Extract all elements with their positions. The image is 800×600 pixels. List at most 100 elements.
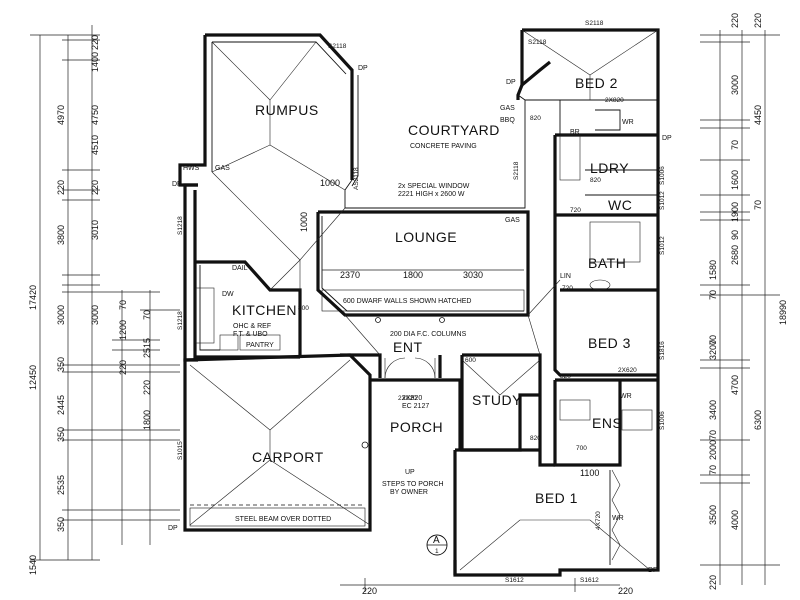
dim-c1-3000: 3000 — [56, 305, 66, 325]
room-study: STUDY — [472, 392, 522, 408]
dim-c1-2445: 2445 — [56, 395, 66, 415]
window-s1006: S1006 — [659, 411, 666, 430]
note-bbq: BBQ — [500, 117, 515, 124]
door-600: 600 — [465, 357, 476, 364]
door-2x620: 2X620 — [618, 367, 637, 374]
note-ohc: OHC & REF — [233, 323, 271, 330]
dim-c1-4970: 4970 — [56, 105, 66, 125]
roof-lines — [189, 29, 659, 571]
note-pantry: PANTRY — [246, 342, 274, 349]
room-ent: ENT — [393, 339, 423, 355]
note-dail: DAIL — [232, 265, 248, 272]
room-courtyard: COURTYARD — [408, 122, 500, 138]
door-820-1: 820 — [530, 115, 541, 122]
dim-outer-12450: 12450 — [28, 365, 38, 390]
window-marks: S2118 S2118 S2118 S2118 AS2118 S1218 S12… — [177, 20, 666, 584]
dim-outer-17420: 17420 — [28, 285, 38, 310]
door-820-2: 820 — [560, 373, 571, 380]
section-number: 1 — [435, 548, 439, 555]
dim-bottom-220b: 220 — [618, 586, 633, 596]
dim-c2-70b: 70 — [142, 310, 152, 320]
dim-c2-4510: 4510 — [90, 135, 100, 155]
window-s1612-b: S1612 — [580, 577, 599, 584]
door-820-4: 820 — [590, 177, 601, 184]
note-wr-3: WR — [612, 515, 624, 522]
door-700: 700 — [576, 445, 587, 452]
carport-beam-band — [189, 507, 366, 527]
dim-c2-220: 220 — [90, 35, 100, 50]
door-2x820-1: 2X820 — [605, 97, 624, 104]
window-s1218-a: S1218 — [177, 216, 184, 235]
door-720-1: 720 — [570, 207, 581, 214]
dim-1000-b: 1000 — [299, 212, 309, 232]
dim-r-3400: 3400 — [708, 400, 718, 420]
note-gas-3: GAS — [505, 217, 520, 224]
note-by-owner: BY OWNER — [390, 489, 428, 496]
note-dp-3: DP — [506, 79, 516, 86]
window-s1816: S1816 — [659, 341, 666, 360]
dim-r2-70: 70 — [753, 200, 763, 210]
dim-r-3200: 3200 — [708, 340, 718, 360]
window-s1012-a: S1012 — [659, 191, 666, 210]
dim-1100: 1100 — [580, 468, 599, 478]
dim-r2-4450: 4450 — [753, 105, 763, 125]
dim-r-220a: 220 — [730, 13, 740, 28]
dim-r-3000: 3000 — [730, 75, 740, 95]
room-rumpus: RUMPUS — [255, 102, 319, 118]
note-br: BR — [570, 129, 580, 136]
note-dp-2: DP — [358, 65, 368, 72]
dim-r-220b: 220 — [708, 575, 718, 590]
window-s2118-a: S2118 — [328, 43, 347, 50]
dim-c2-1200: 1200 — [118, 320, 128, 340]
dim-c1-350b: 350 — [56, 357, 66, 372]
dim-1000-a: 1000 — [320, 178, 340, 188]
courtyard-note: CONCRETE PAVING — [410, 143, 477, 150]
dim-c2-2515: 2515 — [142, 338, 152, 358]
note-up: UP — [405, 469, 415, 476]
room-porch: PORCH — [390, 419, 443, 435]
room-labels: RUMPUS COURTYARD CONCRETE PAVING BED 2 L… — [232, 75, 632, 506]
door-820-3: 820 — [530, 435, 541, 442]
dim-r2-220: 220 — [753, 13, 763, 28]
note-gas-1: GAS — [215, 165, 230, 172]
door-720-2: 720 — [562, 285, 573, 292]
dim-r2-6300: 6300 — [753, 410, 763, 430]
window-s1612-a: S1612 — [505, 577, 524, 584]
window-s1218-b: S1218 — [177, 311, 184, 330]
dim-r-70d: 70 — [708, 430, 718, 440]
right-dimension-lines: 220 3000 1600 1900 2680 1580 3200 3400 2… — [700, 13, 788, 590]
dim-c1-3800: 3800 — [56, 225, 66, 245]
dwarf-wall-band — [321, 289, 525, 312]
note-dw: DW — [222, 291, 234, 298]
room-bed1: BED 1 — [535, 490, 578, 506]
dim-r2-4700: 4700 — [730, 375, 740, 395]
dim-2370: 2370 — [340, 270, 360, 280]
inner-dimensions: 2370 1800 3030 1000 1000 1100 4X720 — [299, 178, 602, 530]
section-letter: A — [433, 535, 440, 546]
window-s2118-b: S2118 — [585, 20, 604, 27]
dim-c1-2535: 2535 — [56, 475, 66, 495]
window-s1012-b: S1012 — [659, 236, 666, 255]
dim-r-70a: 70 — [730, 140, 740, 150]
room-kitchen: KITCHEN — [232, 302, 297, 318]
room-carport: CARPORT — [252, 449, 324, 465]
dim-outer-1540: 1540 — [28, 555, 38, 575]
room-ldry: LDRY — [590, 160, 629, 176]
note-columns: 200 DIA F.C. COLUMNS — [390, 331, 467, 338]
dim-c2-1400: 1400 — [90, 52, 100, 72]
dim-r-18990: 18990 — [778, 300, 788, 325]
dim-1800: 1800 — [403, 270, 423, 280]
room-bath: BATH — [588, 255, 626, 271]
door-800: 800 — [298, 305, 309, 312]
interior-walls — [193, 41, 658, 565]
note-dp-6: DP — [648, 567, 658, 574]
dim-c2-220d: 220 — [118, 360, 128, 375]
dim-c2-1800: 1800 — [142, 410, 152, 430]
dim-c2-70: 70 — [118, 300, 128, 310]
dim-r-90: 90 — [730, 230, 740, 240]
window-s2118-d: S2118 — [513, 161, 520, 180]
note-gas-2: GAS — [500, 105, 515, 112]
dim-r-2000: 2000 — [708, 440, 718, 460]
dim-c1-350c: 350 — [56, 517, 66, 532]
